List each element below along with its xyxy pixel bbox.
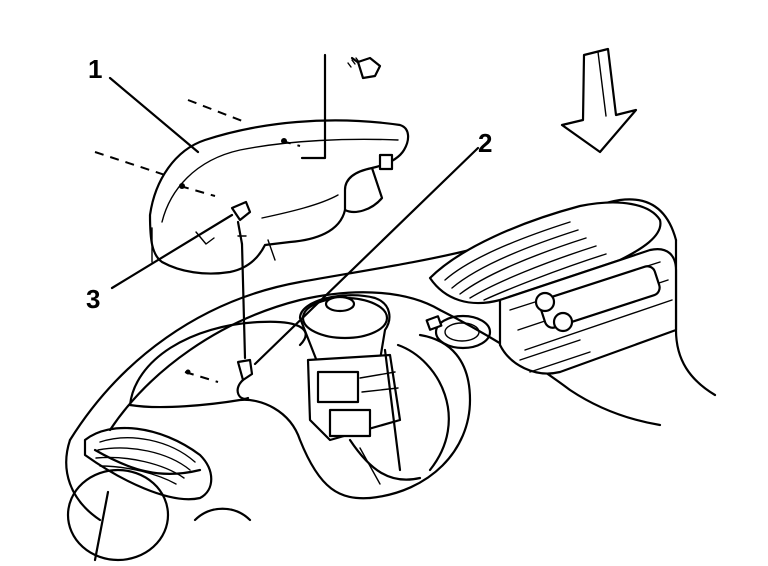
alignment-line-dash [184, 371, 219, 383]
cover-clip-hole-center [281, 138, 287, 144]
dash-well [128, 320, 472, 500]
screw-icon [300, 53, 382, 160]
tether-clip [236, 358, 254, 400]
lower-left-gauge [66, 426, 252, 562]
leader-line-1 [108, 76, 200, 154]
center-vent-assembly [428, 201, 678, 375]
leader-line-2 [253, 146, 480, 366]
dashboard-body [65, 198, 717, 522]
down-arrow-icon [560, 47, 638, 154]
tether-strap [230, 200, 252, 360]
center-module [298, 294, 450, 485]
dash-clip-hole [185, 369, 191, 375]
leader-line-3 [110, 213, 234, 290]
cover-clip-hole-left [179, 183, 185, 189]
alignment-line-left [94, 151, 166, 176]
dash-clip-socket [425, 314, 492, 350]
instrument-panel-trim-cover [148, 119, 410, 275]
callout-number-3: 3 [86, 284, 100, 314]
alignment-line-top [187, 99, 246, 123]
alignment-line-cover-left [179, 185, 216, 197]
callout-number-1: 1 [88, 54, 102, 84]
callout-number-2: 2 [478, 128, 492, 158]
